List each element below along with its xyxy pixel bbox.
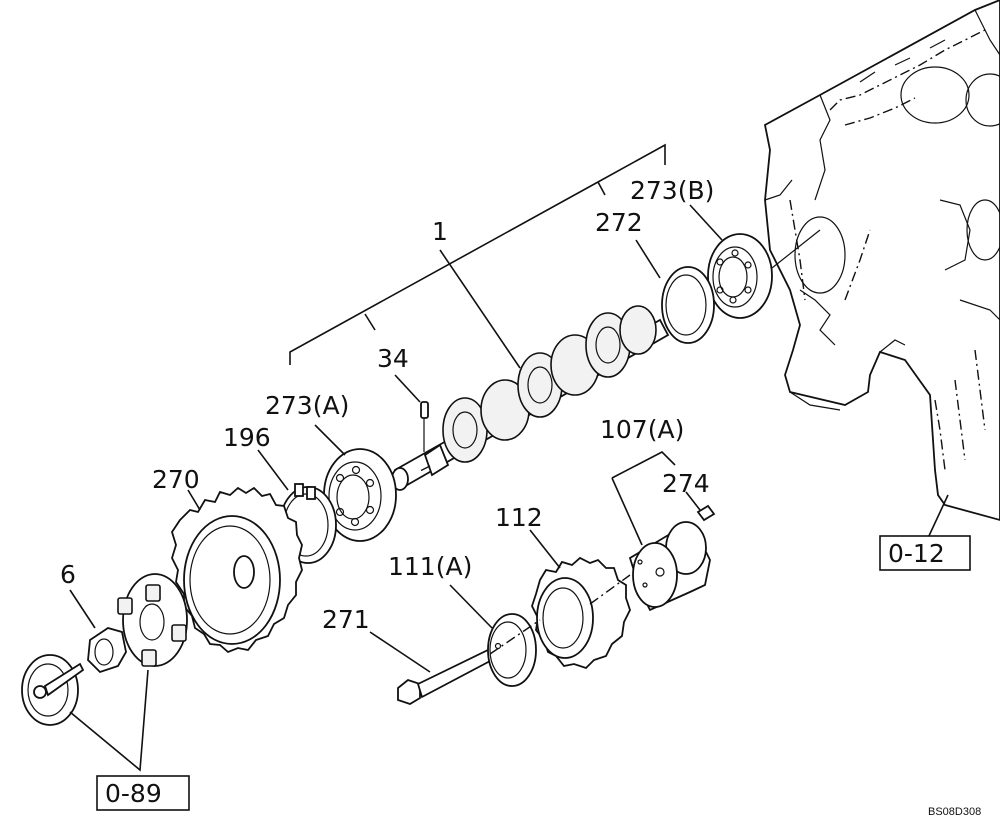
label-196: 196 [223,423,271,452]
ref-box-pulley[interactable]: 0-89 [96,775,190,811]
label-107a: 107(A) [600,415,684,444]
bolt-271 [397,648,494,705]
label-273b: 273(B) [630,176,714,205]
label-271: 271 [322,605,370,634]
pulley [21,654,85,726]
gear-112 [531,556,631,670]
label-34: 34 [377,344,409,373]
ref-label-pulley: 0-89 [105,779,162,808]
part-labels: 1 273(B) 272 34 273(A) 196 270 107(A) 27… [60,176,714,634]
drawing-code: BS08D308 [928,806,981,818]
camshaft [391,305,670,491]
label-6: 6 [60,560,76,589]
pin-34 [420,401,429,452]
label-272: 272 [595,208,643,237]
label-112: 112 [495,503,543,532]
nut-6 [87,627,127,674]
label-273a: 273(A) [265,391,349,420]
gear-270 [171,486,303,654]
bearing-273b [707,229,821,319]
idler-shaft-107a [628,521,711,612]
ref-label-block: 0-12 [888,539,945,568]
label-270: 270 [152,465,200,494]
pin-274 [696,504,716,522]
hub-plate [117,573,188,667]
cylinder-block [763,0,1000,521]
label-274: 274 [662,469,710,498]
ring-272 [661,266,715,344]
ref-box-block[interactable]: 0-12 [879,535,971,571]
label-1: 1 [432,217,448,246]
plate-111a [487,613,537,687]
label-111a: 111(A) [388,552,472,581]
leader-lines [69,143,949,772]
